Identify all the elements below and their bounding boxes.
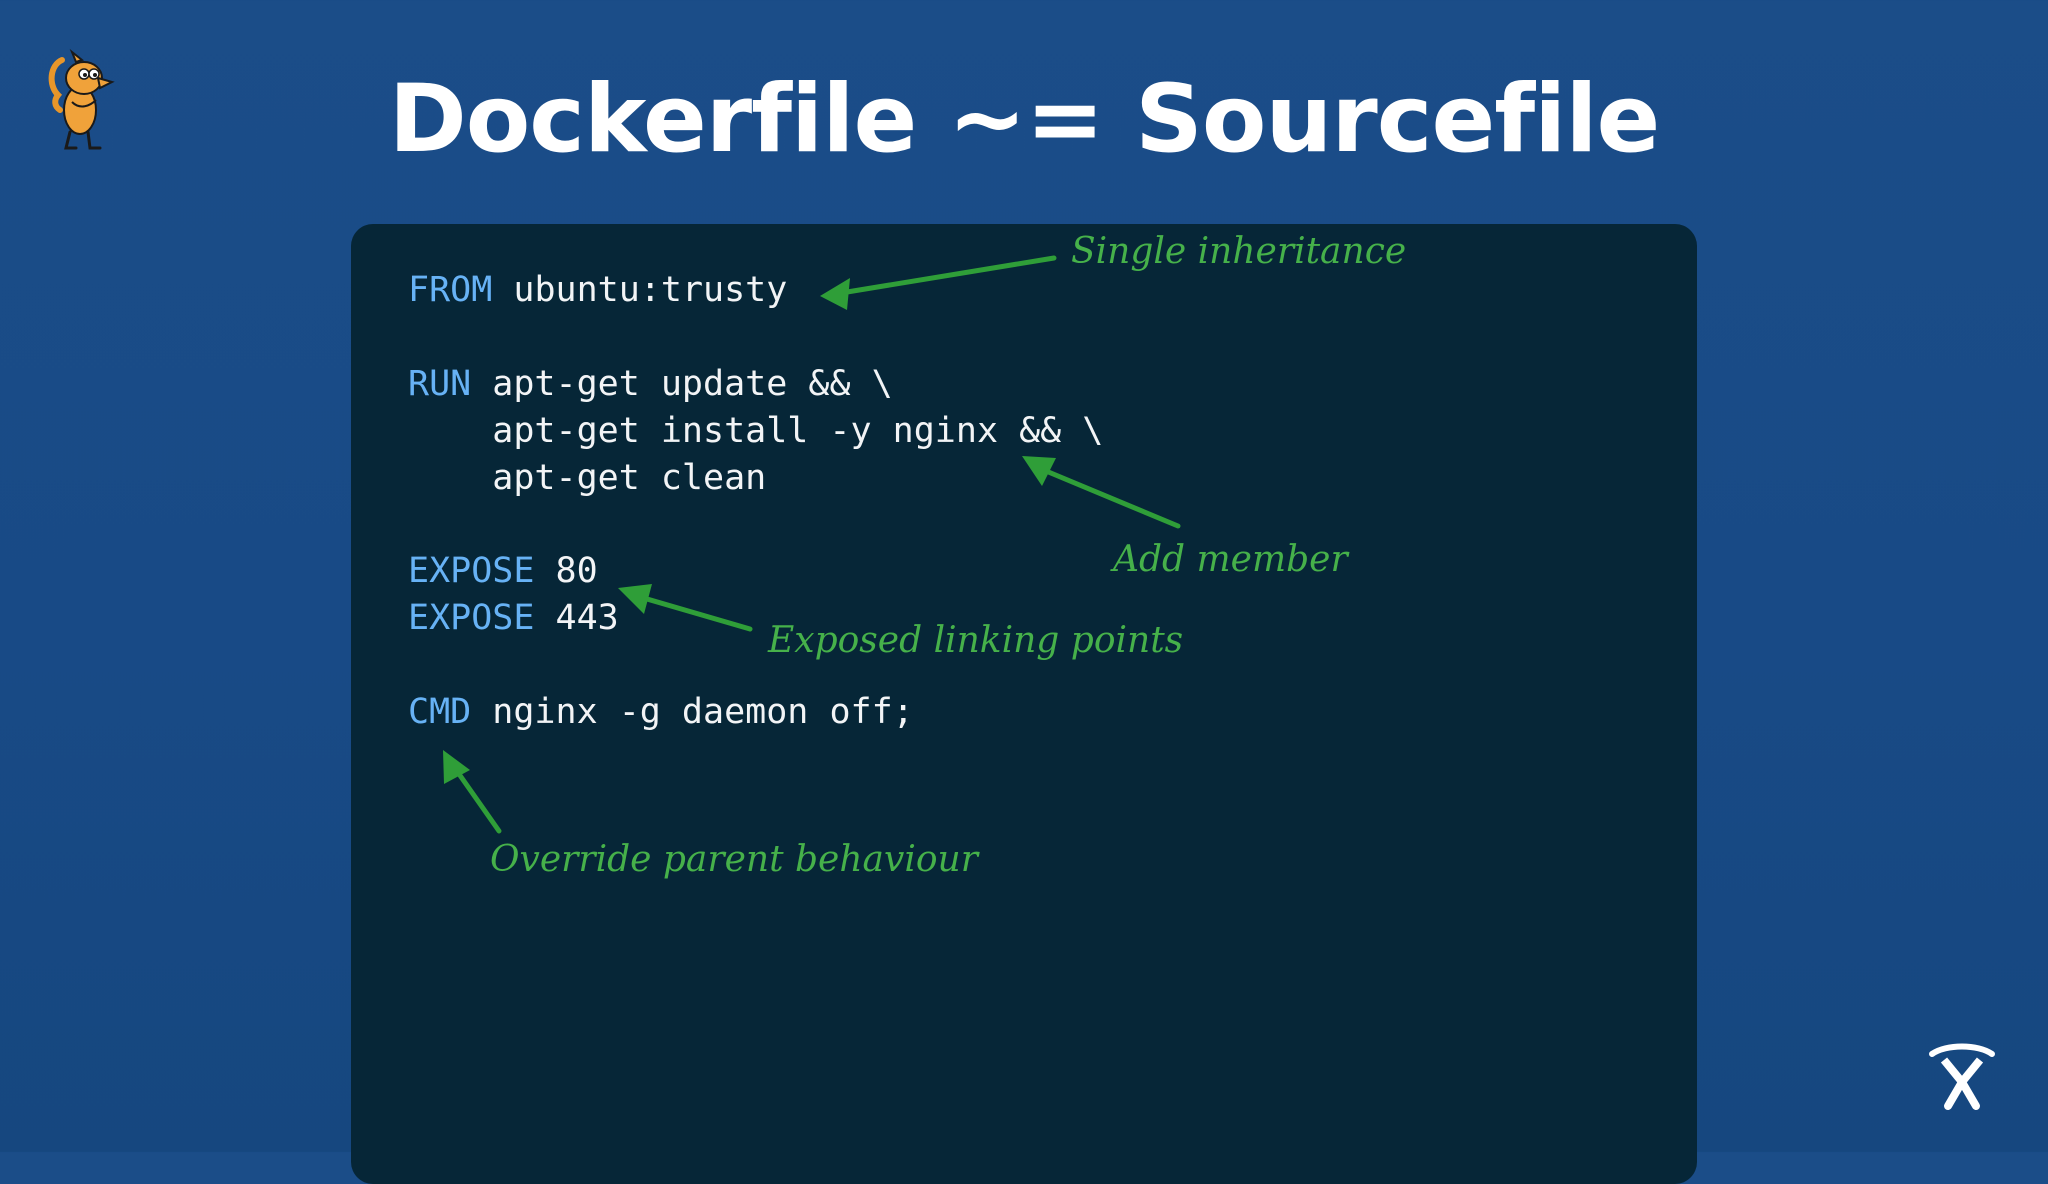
code-text: apt-get clean: [408, 458, 767, 498]
arrow-exposed-linking-points: [627, 591, 753, 632]
annotation-add-member: Add member: [1113, 539, 1348, 580]
code-line-from: FROM ubuntu:trusty: [408, 268, 787, 312]
arrowhead-exposed-linking-points: [618, 584, 652, 614]
mascot-icon: [48, 48, 115, 150]
code-panel: [351, 224, 1697, 1184]
code-keyword: FROM: [408, 270, 493, 310]
code-line-run: RUN apt-get update && \: [408, 362, 893, 406]
code-line-expose-443: EXPOSE 443: [408, 596, 619, 640]
code-keyword: CMD: [408, 692, 472, 732]
code-line-run-cont-1: apt-get install -y nginx && \: [408, 409, 1103, 453]
arrowhead-add-member: [1022, 456, 1056, 486]
code-line-cmd: CMD nginx -g daemon off;: [408, 690, 914, 734]
code-text: 80: [534, 551, 598, 591]
code-text: ubuntu:trusty: [492, 270, 788, 310]
arrowhead-override-parent: [443, 750, 470, 784]
code-text: apt-get update && \: [471, 364, 893, 404]
code-keyword: RUN: [408, 364, 472, 404]
code-line-run-cont-2: apt-get clean: [408, 456, 766, 500]
annotation-exposed-linking-points: Exposed linking points: [768, 620, 1184, 661]
code-text: nginx -g daemon off;: [471, 692, 914, 732]
code-text: 443: [534, 598, 619, 638]
code-text: apt-get install -y nginx && \: [408, 411, 1104, 451]
code-keyword: EXPOSE: [408, 598, 535, 638]
annotation-arrows: [443, 255, 1181, 834]
annotation-single-inheritance: Single inheritance: [1071, 231, 1407, 272]
arrowhead-single-inheritance: [820, 278, 850, 310]
arrow-single-inheritance: [832, 255, 1057, 297]
code-line-expose-80: EXPOSE 80: [408, 549, 598, 593]
slide-title: Dockerfile ~= Sourcefile: [388, 65, 1661, 174]
atlassian-logo-icon: [1929, 1043, 1995, 1110]
arrow-add-member: [1031, 463, 1181, 529]
code-keyword: EXPOSE: [408, 551, 535, 591]
annotation-override-parent-behaviour: Override parent behaviour: [490, 839, 978, 880]
